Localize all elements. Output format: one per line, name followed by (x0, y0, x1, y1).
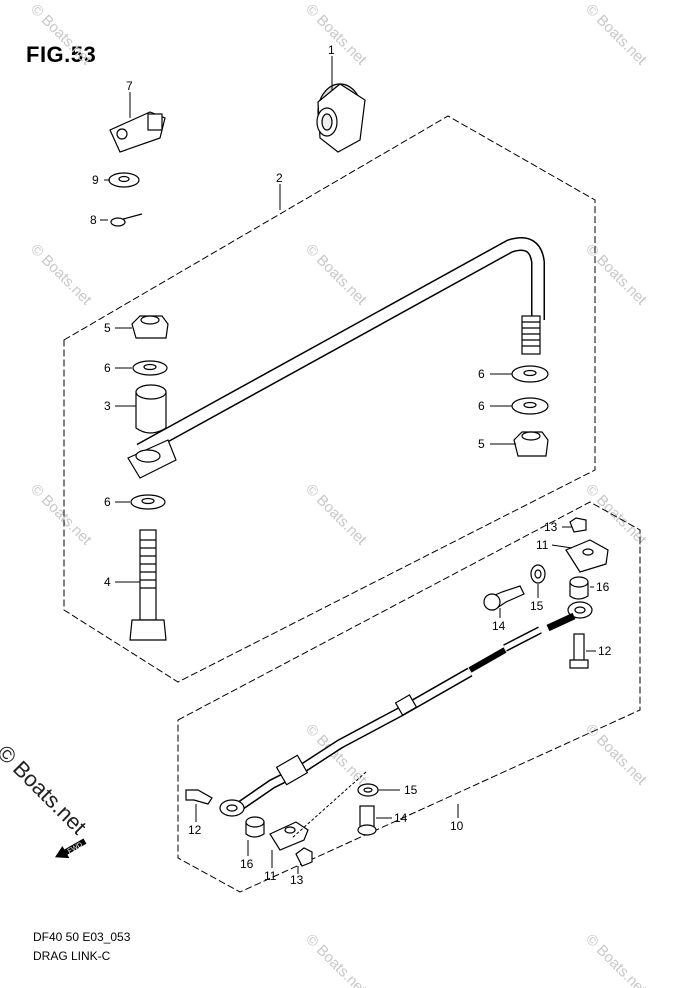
part-6-washer-left-top (132, 360, 168, 376)
part-16-spacer-lower (245, 816, 265, 838)
callout-2: 2 (276, 171, 283, 185)
callout-16: 16 (596, 580, 610, 594)
part-5-nut-right (513, 431, 549, 457)
part-14-bolt-upper (483, 585, 525, 611)
figure-title: FIG.53 (26, 42, 97, 67)
part-12-bolt-right (569, 633, 589, 669)
watermark: © Boats.net (302, 931, 370, 988)
part-1-grommet (316, 83, 366, 153)
part-15-washer-lower (357, 783, 379, 797)
part-11-bracket-lower (269, 821, 309, 851)
callout-16: 16 (240, 857, 254, 871)
part-8-cotter-pin (110, 213, 143, 227)
callout-6: 6 (104, 495, 111, 509)
part-5-nut-left (131, 315, 169, 339)
callout-11: 11 (264, 869, 277, 883)
watermark: © Boats.net (302, 1, 370, 69)
part-7-bracket (109, 111, 166, 153)
callout-1: 1 (328, 43, 335, 57)
callout-6: 6 (478, 367, 485, 381)
part-13-nut-lower (295, 847, 313, 867)
callout-5: 5 (104, 321, 111, 335)
part-6-washer-right-bottom (511, 397, 549, 415)
watermark: © Boats.net (27, 241, 95, 309)
part-2-drag-link-rod (127, 237, 545, 479)
upper-assembly-frame (63, 115, 596, 683)
callout-6: 6 (478, 399, 485, 413)
callout-15: 15 (404, 783, 418, 797)
part-10-cable-assembly (219, 601, 593, 817)
callout-6: 6 (104, 361, 111, 375)
watermark: © Boats.net (582, 1, 650, 69)
part-16-spacer-upper (569, 576, 589, 600)
watermark: © Boats.net (582, 931, 650, 988)
part-15-washer-upper (530, 564, 546, 584)
fwd-label: FWD (67, 841, 84, 855)
figure-code: DF40 50 E03_053 (33, 930, 131, 944)
watermark: © Boats.net (27, 481, 95, 549)
callout-5: 5 (478, 437, 485, 451)
callout-labels: 1 7 9 8 2 5 6 3 6 4 6 6 5 13 11 16 15 14… (90, 43, 612, 887)
callout-7: 7 (126, 79, 133, 93)
callout-9: 9 (92, 173, 99, 187)
callout-11: 11 (536, 538, 549, 552)
callout-15: 15 (530, 599, 544, 613)
lower-assembly-frame (177, 501, 641, 893)
watermark: © Boats.net (302, 481, 370, 549)
callout-14: 14 (492, 619, 506, 633)
part-3-bushing (135, 384, 167, 434)
parts (108, 83, 609, 867)
part-9-washer (108, 172, 140, 188)
callout-12: 12 (188, 823, 202, 837)
callout-8: 8 (90, 213, 97, 227)
callout-10: 10 (450, 819, 464, 833)
callout-13: 13 (290, 873, 304, 887)
callout-12: 12 (598, 644, 612, 658)
part-14-bolt-lower (357, 805, 377, 836)
watermark: © Boats.net (302, 241, 370, 309)
watermark: © Boats.net (582, 721, 650, 789)
part-4-bolt (129, 529, 167, 641)
callout-13: 13 (544, 520, 558, 534)
watermark: © Boats.net (582, 241, 650, 309)
leader-lines (100, 56, 596, 874)
watermark: © Boats.net (27, 1, 95, 69)
figure-name: DRAG LINK-C (33, 949, 111, 963)
part-13-nut-upper (569, 517, 587, 533)
part-11-bracket-upper (565, 539, 609, 573)
part-6-washer-right-top (511, 365, 549, 383)
callout-14: 14 (394, 811, 408, 825)
callout-3: 3 (104, 399, 111, 413)
callout-4: 4 (104, 575, 111, 589)
part-12-bolt-left (185, 789, 213, 805)
part-6-washer-left-bottom (130, 494, 166, 510)
fwd-arrow-icon: FWD (55, 838, 87, 859)
